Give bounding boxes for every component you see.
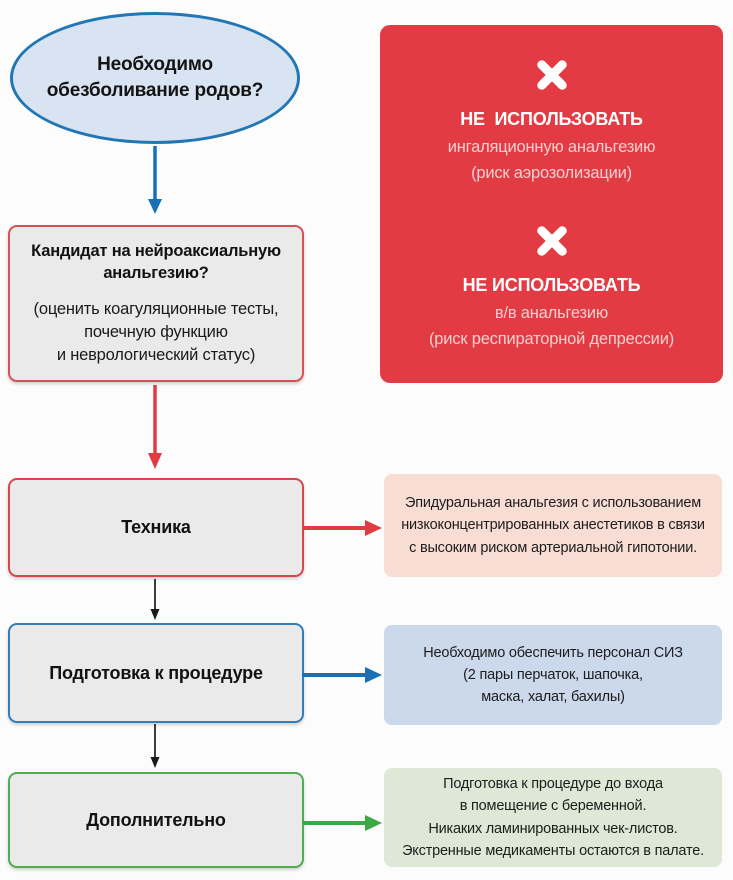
technique-callout-line: низкоконцентрированных анестетиков в свя… — [401, 517, 705, 534]
warning-line: (риск респираторной депрессии) — [428, 329, 675, 348]
warning-item: НЕ ИСПОЛЬЗОВАТЬ ингаляционную анальгезию… — [448, 57, 656, 185]
technique-callout-line: Эпидуральная анальгезия с использованием — [404, 495, 702, 512]
candidate-title-line: Кандидат на нейроаксиальную — [31, 241, 281, 260]
additional-callout-line: в помещение с беременной. — [459, 798, 647, 815]
preparation-label: Подготовка к процедуре — [49, 662, 263, 683]
warning-title: НЕ ИСПОЛЬЗОВАТЬ — [460, 109, 643, 130]
arrow-preparation-to-callout — [302, 667, 382, 683]
arrow-technique-to-preparation — [150, 579, 160, 620]
additional-callout-line: Экстренные медикаменты остаются в палате… — [402, 842, 704, 859]
start-node-label-line: Необходимо — [97, 54, 213, 76]
preparation-box: Подготовка к процедуре — [8, 623, 304, 723]
candidate-title: Кандидат на нейроаксиальную анальгезию? — [31, 240, 281, 285]
additional-callout-line: Никаких ламинированных чек-листов. — [428, 820, 678, 837]
arrow-additional-to-callout — [302, 815, 382, 831]
arrow-candidate-to-technique — [148, 385, 162, 469]
technique-callout: Эпидуральная анальгезия с использованием… — [384, 474, 722, 577]
start-node-label-line: обезболивание родов? — [46, 80, 264, 101]
x-icon — [534, 57, 570, 93]
x-icon — [534, 223, 570, 259]
preparation-callout-line: Необходимо обеспечить персонал СИЗ — [423, 644, 683, 661]
arrow-preparation-to-additional — [150, 724, 160, 768]
warning-line: (риск аэрозолизации) — [471, 164, 632, 183]
additional-label: Дополнительно — [86, 809, 226, 830]
arrow-start-to-candidate — [148, 146, 162, 214]
candidate-box: Кандидат на нейроаксиальную анальгезию? … — [8, 225, 304, 382]
technique-label: Техника — [121, 517, 191, 537]
candidate-subtitle-line: (оценить коагуляционные тесты, — [33, 300, 279, 319]
warning-item: НЕ ИСПОЛЬЗОВАТЬ в/в анальгезию (риск рес… — [429, 223, 674, 351]
warning-line: ингаляционную анальгезию — [447, 138, 656, 157]
candidate-subtitle: (оценить коагуляционные тесты, почечную … — [34, 298, 279, 367]
preparation-callout-line: маска, халат, бахилы) — [481, 689, 625, 706]
start-node: Необходимо обезболивание родов? — [10, 12, 300, 144]
warning-panel: НЕ ИСПОЛЬЗОВАТЬ ингаляционную анальгезию… — [380, 25, 723, 383]
candidate-title-line: анальгезию? — [103, 263, 209, 282]
warning-title: НЕ ИСПОЛЬЗОВАТЬ — [462, 275, 641, 295]
candidate-subtitle-line: и неврологический статус) — [56, 346, 256, 365]
warning-line: в/в анальгезию — [494, 304, 609, 322]
additional-callout-line: Подготовка к процедуре до входа — [443, 776, 663, 793]
additional-callout: Подготовка к процедуре до входа в помеще… — [384, 768, 722, 867]
preparation-callout-line: (2 пары перчаток, шапочка, — [463, 666, 643, 683]
preparation-callout: Необходимо обеспечить персонал СИЗ (2 па… — [384, 625, 722, 725]
candidate-subtitle-line: почечную функцию — [84, 323, 228, 342]
arrow-technique-to-callout — [302, 520, 382, 536]
technique-box: Техника — [8, 478, 304, 577]
additional-box: Дополнительно — [8, 772, 304, 868]
technique-callout-line: с высоким риском артериальной гипотонии. — [409, 539, 697, 556]
